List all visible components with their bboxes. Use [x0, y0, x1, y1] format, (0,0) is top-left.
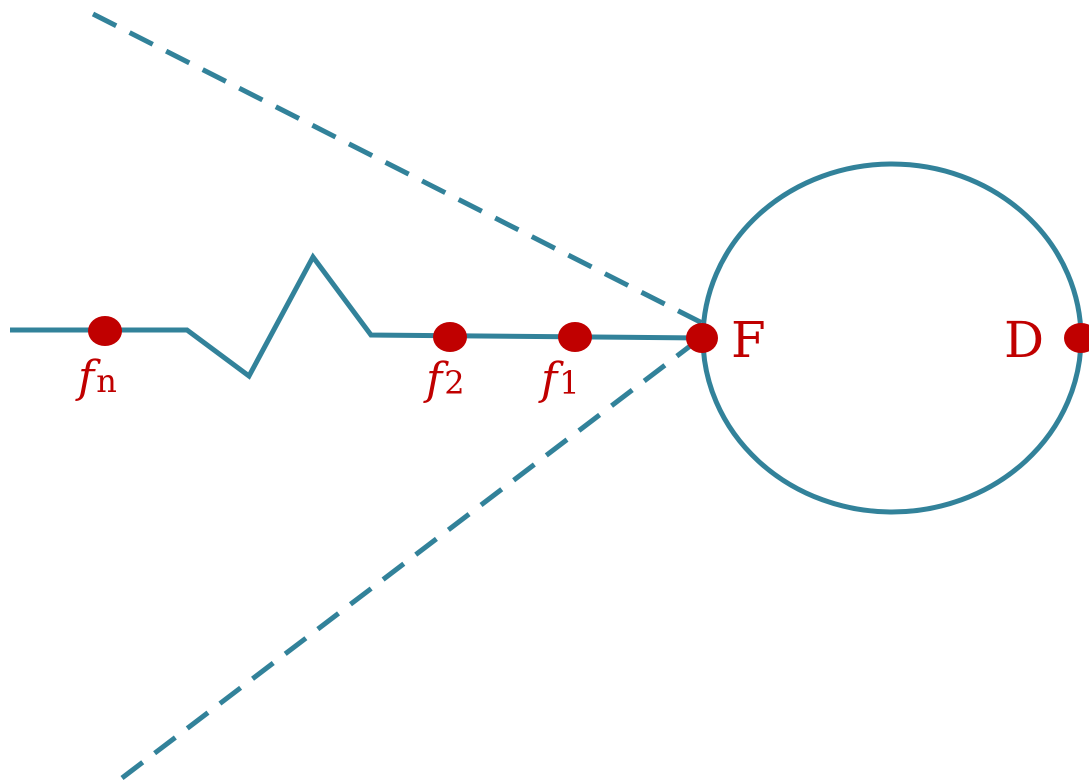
label-F: F: [731, 311, 766, 369]
point-D: [1064, 323, 1089, 353]
label-f1: f1: [538, 354, 580, 405]
upper-dashed-line: [91, 11, 714, 331]
point-fn: [88, 316, 122, 346]
lower-dashed-line: [120, 335, 704, 780]
point-f2: [433, 322, 467, 352]
solid-path: [10, 252, 704, 380]
point-f1: [558, 322, 592, 352]
label-f2: f2: [423, 354, 465, 405]
label-fn: fn: [75, 352, 117, 403]
label-D: D: [1004, 311, 1044, 369]
point-F: [686, 323, 718, 353]
